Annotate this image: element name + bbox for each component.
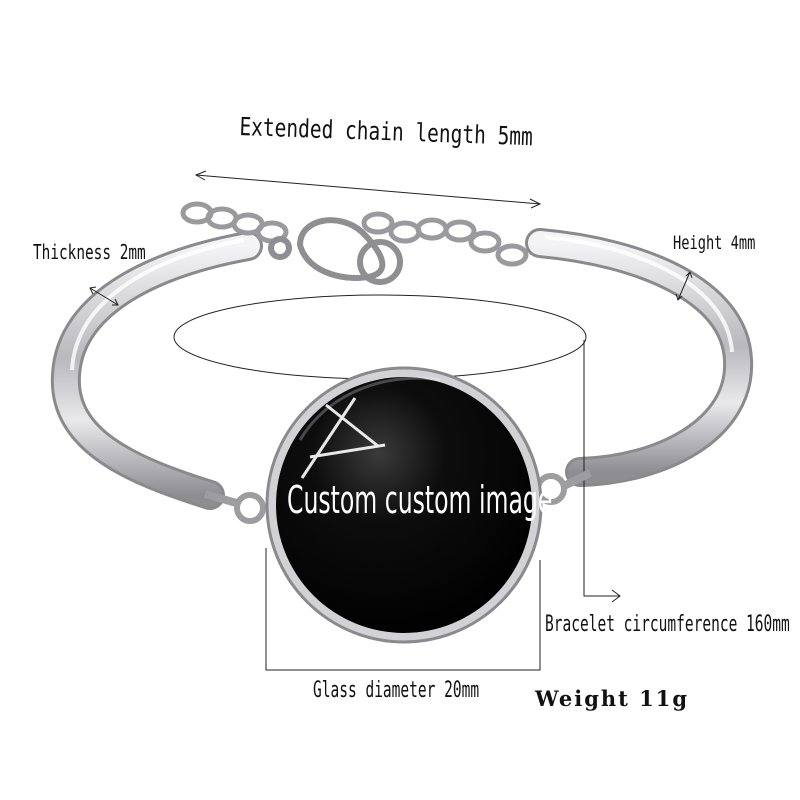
circumference-label: Bracelet circumference 160mm xyxy=(545,612,790,637)
weight-label: Weight 11g xyxy=(535,686,690,711)
height-arrow xyxy=(675,271,693,301)
thickness-arrow xyxy=(89,286,119,306)
cabochon-text: Custom custom image xyxy=(287,478,553,522)
circumference-leader xyxy=(583,340,621,603)
glass-diameter-label: Glass diameter 20mm xyxy=(313,678,480,703)
chain-length-arrow xyxy=(194,170,542,209)
glass-cabochon xyxy=(276,377,532,633)
circumference-guide xyxy=(173,294,587,380)
height-label: Height 4mm xyxy=(673,232,756,254)
glass-highlight-mark xyxy=(300,397,386,479)
glass-diameter-bracket xyxy=(265,548,541,671)
thickness-label: Thickness 2mm xyxy=(33,240,146,264)
left-jump-ring xyxy=(234,492,266,524)
lobster-clasp xyxy=(268,217,403,285)
